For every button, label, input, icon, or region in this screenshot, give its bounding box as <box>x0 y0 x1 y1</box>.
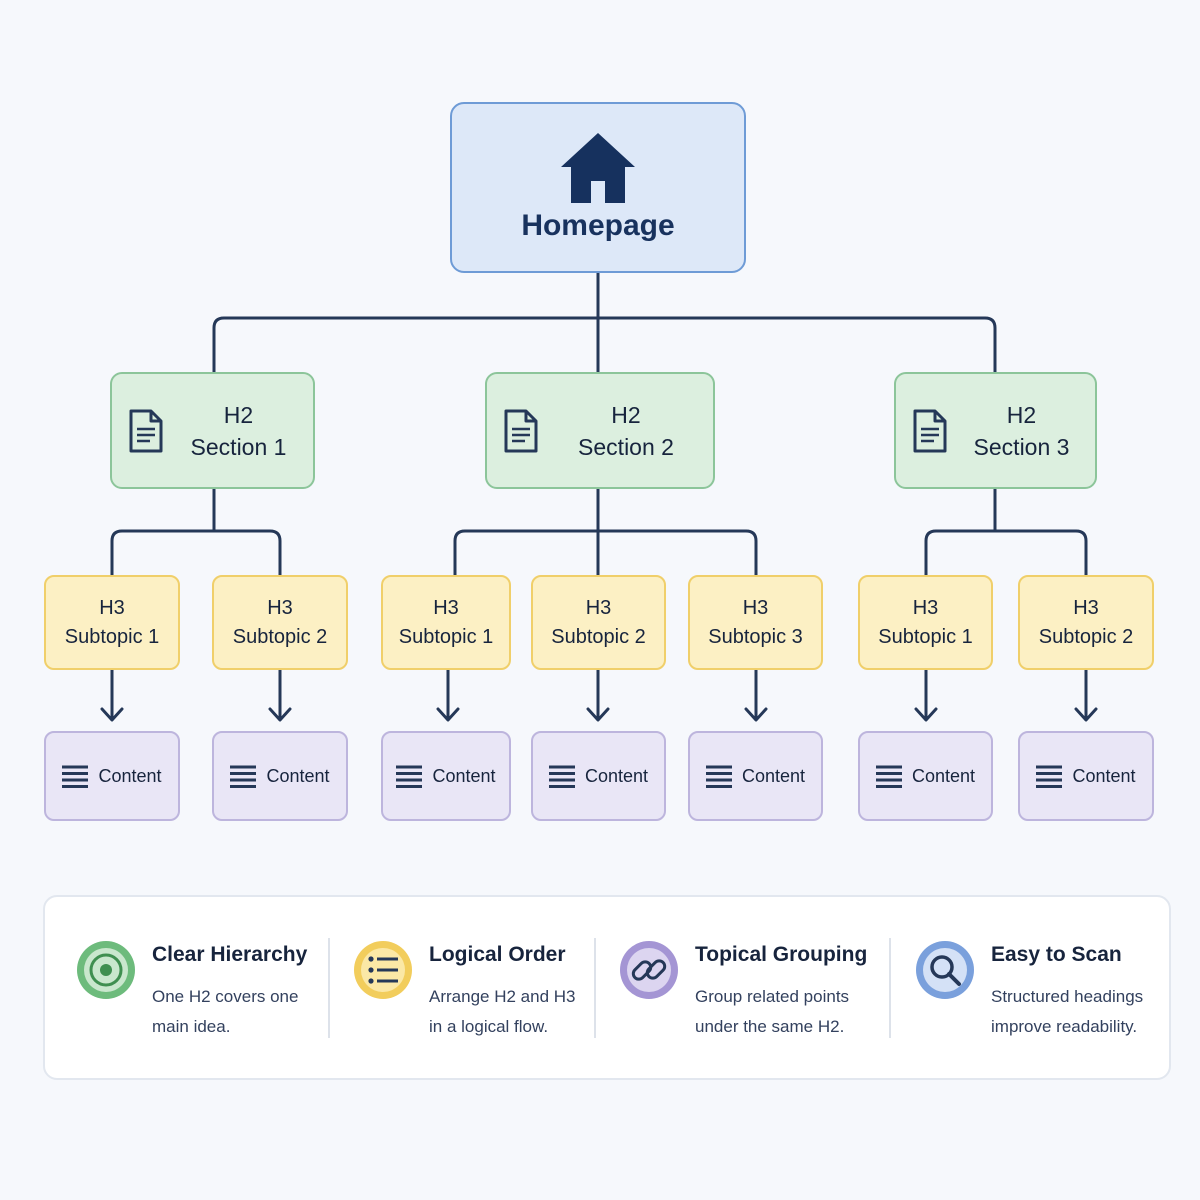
h3-s3-subtopic-2-node: H3 Subtopic 2 <box>1018 575 1154 670</box>
h3-s2-subtopic-1-node: H3 Subtopic 1 <box>381 575 511 670</box>
h3-subtopic-label: Subtopic 1 <box>398 625 494 648</box>
legend-description-line: main idea. <box>152 1017 231 1036</box>
h2-level-label: H2 <box>1006 401 1037 428</box>
h3-level-label: H3 <box>1073 596 1099 619</box>
legend-title: Logical Order <box>429 943 566 966</box>
legend-description-line: Structured headings <box>991 987 1144 1006</box>
legend-title: Easy to Scan <box>991 943 1122 966</box>
h3-s3-subtopic-1-node: H3 Subtopic 1 <box>858 575 993 670</box>
target-icon <box>77 941 135 999</box>
h3-s2-subtopic-2-node: H3 Subtopic 2 <box>531 575 666 670</box>
legend-panel <box>43 895 1171 1080</box>
text-lines-icon <box>396 765 423 788</box>
h3-subtopic-label: Subtopic 2 <box>232 625 328 648</box>
legend-description-line: under the same H2. <box>695 1017 845 1036</box>
h3-subtopic-label: Subtopic 1 <box>64 625 160 648</box>
h3-subtopic-label: Subtopic 1 <box>878 625 973 648</box>
h3-level-label: H3 <box>99 596 125 619</box>
content-label: Content <box>741 765 806 786</box>
text-lines-icon <box>705 765 732 788</box>
legend-item-easy-to-scan: Easy to Scan Structured headings improve… <box>914 935 1174 1045</box>
content-node-s2-1: Content <box>381 731 511 821</box>
arrow-s2-1 <box>436 668 460 722</box>
legend-item-clear-hierarchy: Clear Hierarchy One H2 covers one main i… <box>75 935 335 1045</box>
h3-subtopic-label: Subtopic 2 <box>551 625 646 648</box>
document-icon <box>913 409 947 452</box>
legend-item-logical-order: Logical Order Arrange H2 and H3 in a log… <box>352 935 612 1045</box>
content-label: Content <box>584 765 649 786</box>
content-label: Content <box>266 765 330 786</box>
h2-level-label: H2 <box>611 401 641 428</box>
content-node-s2-3: Content <box>688 731 823 821</box>
h2-section-3-node: H2 Section 3 <box>894 372 1097 489</box>
text-lines-icon <box>230 765 257 788</box>
house-icon <box>561 132 635 203</box>
connector-s1-branch <box>110 529 282 575</box>
h2-section-label: Section 3 <box>973 433 1070 460</box>
arrow-s1-1 <box>100 668 124 722</box>
arrow-s3-2 <box>1074 668 1098 722</box>
arrow-s1-2 <box>268 668 292 722</box>
document-icon <box>504 409 538 452</box>
legend-description-line: improve readability. <box>991 1017 1138 1036</box>
h3-s1-subtopic-1-node: H3 Subtopic 1 <box>44 575 180 670</box>
legend-description-line: Group related points <box>695 987 850 1006</box>
content-node-s3-1: Content <box>858 731 993 821</box>
connector-root-left <box>212 316 598 372</box>
document-icon <box>129 409 163 452</box>
content-label: Content <box>911 765 976 786</box>
homepage-node: Homepage <box>450 102 746 273</box>
legend-title: Clear Hierarchy <box>152 943 308 966</box>
legend-description-line: in a logical flow. <box>429 1017 549 1036</box>
h2-section-label: Section 2 <box>578 433 674 460</box>
text-lines-icon <box>1036 765 1063 788</box>
content-node-s1-1: Content <box>44 731 180 821</box>
h3-s2-subtopic-3-node: H3 Subtopic 3 <box>688 575 823 670</box>
arrow-s3-1 <box>914 668 938 722</box>
link-icon <box>620 941 678 999</box>
h3-level-label: H3 <box>585 596 612 619</box>
h3-s1-subtopic-2-node: H3 Subtopic 2 <box>212 575 348 670</box>
h3-subtopic-label: Subtopic 2 <box>1038 625 1134 648</box>
h3-level-label: H3 <box>742 596 769 619</box>
h3-level-label: H3 <box>912 596 939 619</box>
content-node-s1-2: Content <box>212 731 348 821</box>
arrow-s2-3 <box>744 668 768 722</box>
h2-section-1-node: H2 Section 1 <box>110 372 315 489</box>
content-label: Content <box>98 765 162 786</box>
connector-root-right <box>598 316 997 372</box>
homepage-label: Homepage <box>521 208 675 242</box>
h2-section-label: Section 1 <box>190 433 287 460</box>
list-icon <box>354 941 412 999</box>
text-lines-icon <box>548 765 575 788</box>
h2-section-2-node: H2 Section 2 <box>485 372 715 489</box>
h3-subtopic-label: Subtopic 3 <box>708 625 803 648</box>
legend-divider <box>328 938 330 1038</box>
h3-level-label: H3 <box>267 596 293 619</box>
connector-s3-branch <box>924 529 1088 575</box>
content-label: Content <box>1072 765 1136 786</box>
h3-level-label: H3 <box>433 596 459 619</box>
magnifier-icon <box>916 941 974 999</box>
text-lines-icon <box>875 765 902 788</box>
connector-s2-branch <box>453 529 758 575</box>
legend-description-line: One H2 covers one <box>152 987 299 1006</box>
legend-item-topical-grouping: Topical Grouping Group related points un… <box>618 935 878 1045</box>
h2-level-label: H2 <box>223 401 254 428</box>
content-node-s3-2: Content <box>1018 731 1154 821</box>
legend-divider <box>889 938 891 1038</box>
legend-divider <box>594 938 596 1038</box>
text-lines-icon <box>62 765 89 788</box>
content-node-s2-2: Content <box>531 731 666 821</box>
content-label: Content <box>432 765 496 786</box>
legend-description-line: Arrange H2 and H3 <box>429 987 576 1006</box>
arrow-s2-2 <box>586 668 610 722</box>
legend-title: Topical Grouping <box>695 943 868 966</box>
